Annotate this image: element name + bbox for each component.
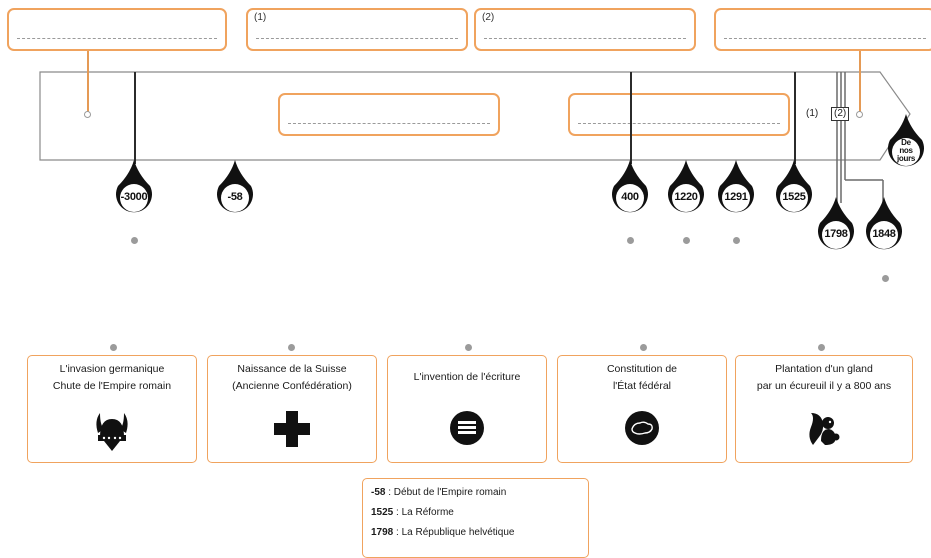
swiss-map-icon — [625, 411, 659, 445]
card-dot[interactable] — [640, 344, 647, 351]
card-line: L'invasion germanique — [59, 363, 165, 375]
answer-line — [288, 123, 490, 124]
date-label: 1291 — [724, 191, 748, 203]
answer-line — [578, 123, 780, 124]
date-marker: -3000 — [114, 160, 154, 218]
card-line: Chute de l'Empire romain — [52, 380, 172, 392]
date-label: -3000 — [120, 191, 148, 203]
legend-text: : La Réforme — [393, 507, 454, 518]
legend-row: 1798 : La République helvétique — [371, 523, 580, 543]
event-line — [794, 72, 796, 164]
card-line: Naissance de la Suisse — [237, 363, 347, 375]
date-marker: 400 — [610, 160, 650, 218]
legend-year: 1798 — [371, 527, 394, 538]
event-card-invasion[interactable]: L'invasion germanique Chute de l'Empire … — [27, 355, 197, 463]
card-line: par un écureuil il y a 800 ans — [756, 380, 892, 392]
date-marker: 1220 — [666, 160, 706, 218]
event-card-gland[interactable]: Plantation d'un gland par un écureuil il… — [735, 355, 913, 463]
drop-shape — [612, 160, 648, 213]
date-marker: -58 — [215, 160, 255, 218]
answer-box-6[interactable] — [568, 93, 790, 136]
card-line: L'invention de l'écriture — [413, 371, 521, 383]
answer-box-3[interactable]: (2) — [474, 8, 696, 51]
answer-box-number: (1) — [254, 12, 267, 23]
date-label: 1798 — [824, 228, 848, 240]
answer-box-5[interactable] — [278, 93, 500, 136]
swiss-cross-icon — [274, 411, 310, 447]
date-dot[interactable] — [683, 237, 690, 244]
answer-box-1[interactable] — [7, 8, 227, 51]
answer-box-2[interactable]: (1) — [246, 8, 468, 51]
answer-line — [724, 38, 926, 39]
answer-line — [256, 38, 458, 39]
card-dot[interactable] — [110, 344, 117, 351]
event-line — [134, 72, 136, 164]
date-dot[interactable] — [733, 237, 740, 244]
card-dot[interactable] — [288, 344, 295, 351]
date-marker: 1848 — [864, 197, 904, 255]
answer-box-number: (2) — [482, 12, 495, 23]
arrow-tag-2: (2) — [831, 107, 850, 121]
date-dot[interactable] — [131, 237, 138, 244]
legend-text: : La République helvétique — [393, 527, 515, 538]
date-dot[interactable] — [882, 275, 889, 282]
date-label: 1525 — [782, 191, 806, 203]
drop-shape — [818, 197, 854, 250]
date-marker: 1525 — [774, 160, 814, 218]
event-line — [630, 72, 632, 164]
date-marker: 1291 — [716, 160, 756, 218]
connector-dot — [856, 111, 863, 118]
card-line: Plantation d'un gland — [775, 363, 873, 375]
legend-year: -58 — [371, 487, 386, 498]
drop-shape — [866, 197, 902, 250]
legend-text: : Début de l'Empire romain — [385, 487, 507, 498]
connector-line — [87, 51, 89, 113]
drop-shape — [668, 160, 704, 213]
drop-shape — [217, 160, 253, 213]
drop-shape — [888, 114, 924, 167]
event-card-naissance[interactable]: Naissance de la Suisse (Ancienne Confédé… — [207, 355, 377, 463]
event-card-constitution[interactable]: Constitution de l'État fédéral — [557, 355, 727, 463]
writing-tablet-icon — [450, 411, 484, 445]
event-card-ecriture[interactable]: L'invention de l'écriture — [387, 355, 547, 463]
drop-shape — [776, 160, 812, 213]
date-label: 1220 — [674, 191, 698, 203]
drop-shape — [116, 160, 152, 213]
viking-helmet-icon — [96, 413, 128, 451]
answer-line — [484, 38, 686, 39]
card-line: Constitution de — [606, 363, 678, 375]
connector-line — [859, 51, 861, 113]
card-dot[interactable] — [465, 344, 472, 351]
date-label: 400 — [621, 191, 639, 203]
date-label: 1848 — [872, 228, 896, 240]
card-dot[interactable] — [818, 344, 825, 351]
date-label: -58 — [227, 191, 243, 203]
legend-year: 1525 — [371, 507, 394, 518]
legend-row: -58 : Début de l'Empire romain — [371, 483, 580, 503]
card-line: l'État fédéral — [612, 380, 672, 392]
legend-box: -58 : Début de l'Empire romain 1525 : La… — [362, 478, 589, 558]
timeline-arrow — [39, 71, 911, 203]
answer-line — [17, 38, 217, 39]
answer-box-4[interactable] — [714, 8, 931, 51]
connector-dot — [84, 111, 91, 118]
drop-shape — [718, 160, 754, 213]
card-line: (Ancienne Confédération) — [232, 380, 352, 392]
arrow-tag-1: (1) — [806, 108, 819, 119]
legend-row: 1525 : La Réforme — [371, 503, 580, 523]
date-dot[interactable] — [627, 237, 634, 244]
date-marker: 1798 — [816, 197, 856, 255]
squirrel-icon — [809, 413, 840, 445]
